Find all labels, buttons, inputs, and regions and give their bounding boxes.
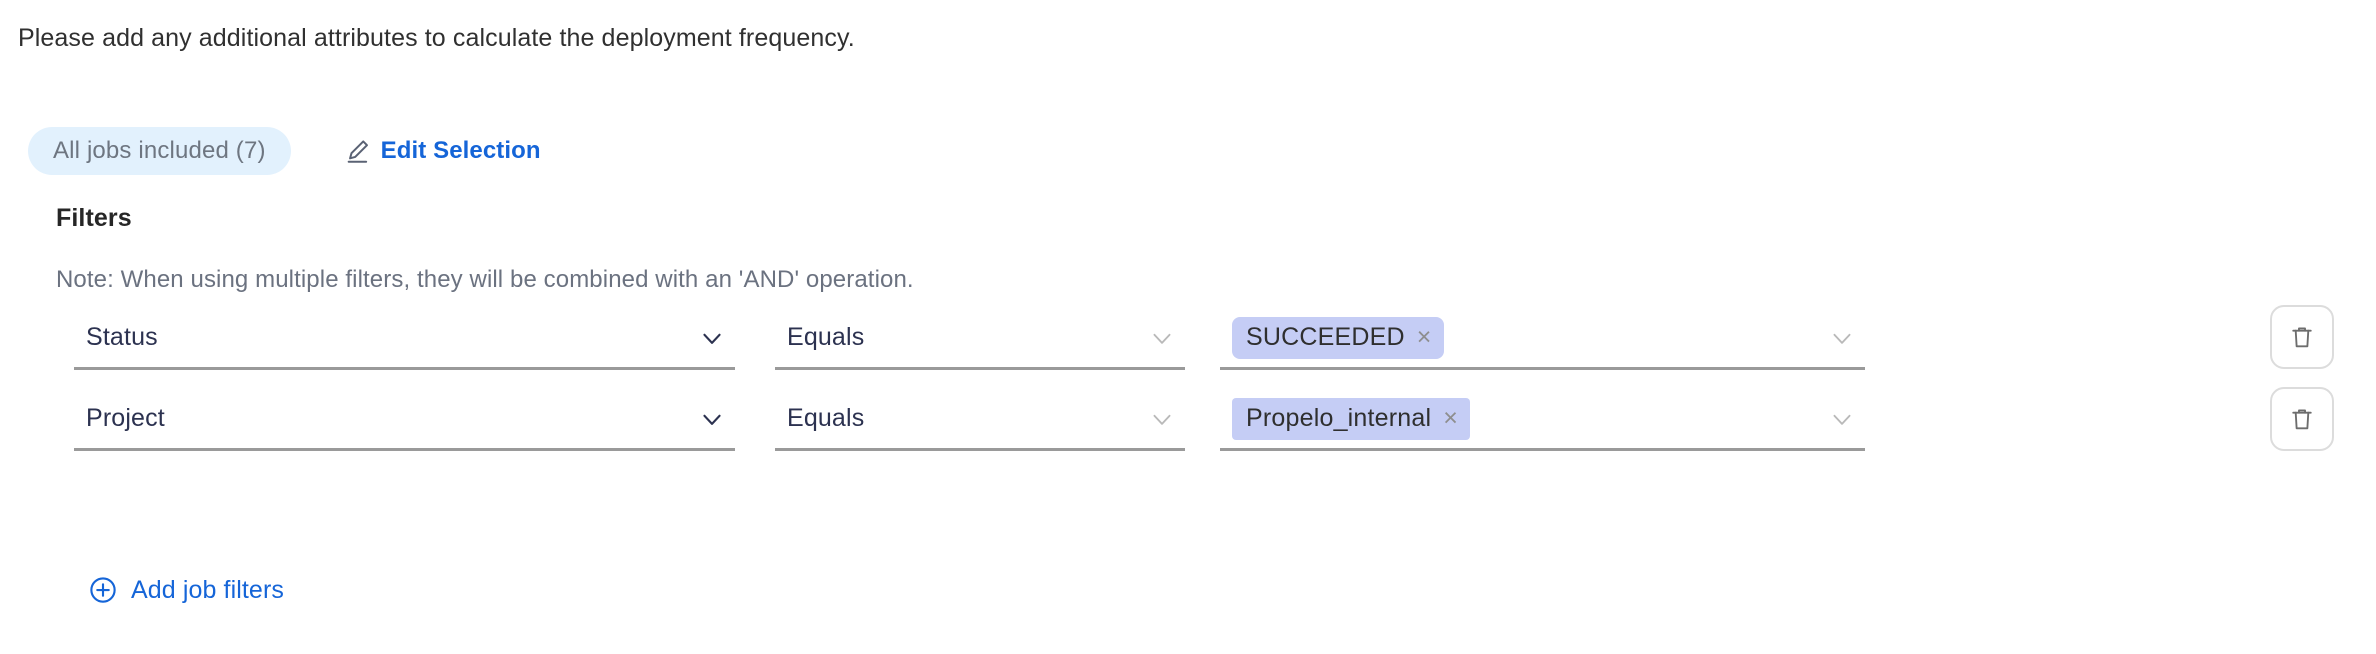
instruction-text: Please add any additional attributes to … <box>18 24 855 52</box>
filter-value-select[interactable]: SUCCEEDED × <box>1220 308 1865 370</box>
edit-selection-label: Edit Selection <box>380 137 541 164</box>
trash-icon <box>2292 327 2312 348</box>
filter-value-chip-label: SUCCEEDED <box>1246 323 1405 351</box>
job-selection-row: All jobs included (7) Edit Selection <box>28 126 541 176</box>
all-jobs-included-label: All jobs included (7) <box>53 137 266 164</box>
filters-heading: Filters <box>56 204 132 232</box>
filter-operator-select[interactable]: Equals <box>775 308 1185 370</box>
filter-operator-value: Equals <box>787 323 865 351</box>
delete-filter-button[interactable] <box>2270 387 2334 451</box>
filter-field-value: Project <box>86 404 165 432</box>
filter-field-value: Status <box>86 323 158 351</box>
filter-value-chip[interactable]: SUCCEEDED × <box>1232 316 1444 359</box>
filter-value-select[interactable]: Propelo_internal × <box>1220 389 1865 451</box>
plus-circle-icon <box>90 577 116 603</box>
delete-filter-button[interactable] <box>2270 305 2334 369</box>
chip-remove-icon[interactable]: × <box>1416 323 1432 351</box>
filter-row: Project Equals Propelo_internal × <box>0 381 2376 461</box>
chevron-down-icon <box>1833 414 1851 425</box>
filters-note: Note: When using multiple filters, they … <box>56 266 914 293</box>
add-job-filters-label: Add job filters <box>131 575 284 604</box>
filter-operator-value: Equals <box>787 404 865 432</box>
filter-value-chip[interactable]: Propelo_internal × <box>1232 397 1471 440</box>
chevron-down-icon <box>1153 414 1171 425</box>
filter-field-select[interactable]: Project <box>74 389 735 451</box>
all-jobs-included-badge: All jobs included (7) <box>28 127 291 175</box>
trash-icon <box>2292 409 2312 430</box>
filter-field-select[interactable]: Status <box>74 308 735 370</box>
chevron-down-icon <box>703 333 721 344</box>
chevron-down-icon <box>703 414 721 425</box>
filter-operator-select[interactable]: Equals <box>775 389 1185 451</box>
pencil-icon <box>347 140 368 163</box>
edit-selection-button[interactable]: Edit Selection <box>344 131 541 171</box>
add-job-filters-button[interactable]: Add job filters <box>88 570 284 610</box>
filter-row: Status Equals SUCCEEDED × <box>0 300 2376 380</box>
chevron-down-icon <box>1833 333 1851 344</box>
chevron-down-icon <box>1153 333 1171 344</box>
filter-value-chip-label: Propelo_internal <box>1246 404 1432 432</box>
chip-remove-icon[interactable]: × <box>1443 404 1459 432</box>
